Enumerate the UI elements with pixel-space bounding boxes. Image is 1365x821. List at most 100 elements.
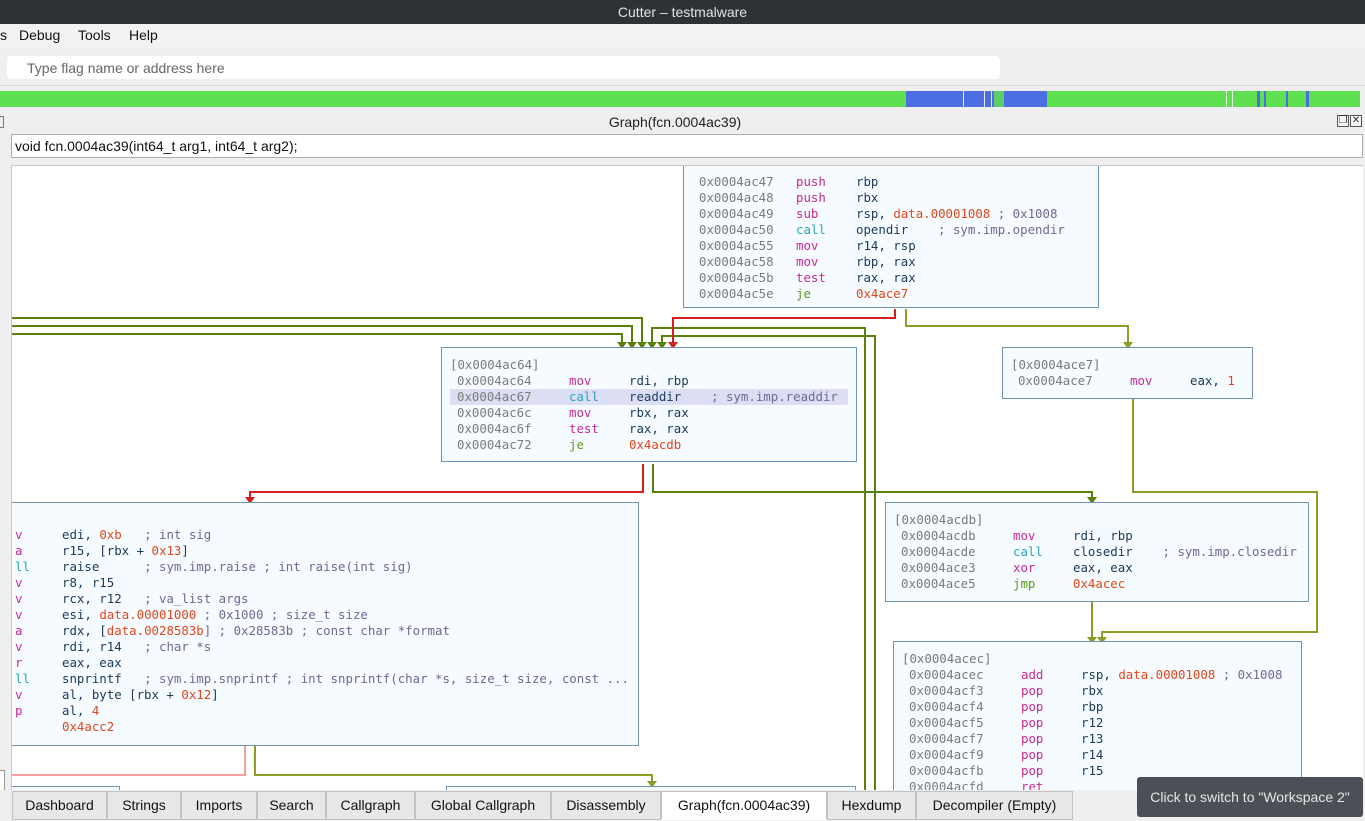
close-dock-icon[interactable]: ✕ [1350, 115, 1362, 127]
operand-token: rcx, r12 [62, 591, 122, 606]
tab-callgraph[interactable]: Callgraph [326, 791, 415, 820]
instruction-mnemonic: ret [1021, 779, 1044, 790]
basic-block-partial[interactable] [446, 786, 856, 790]
instruction-operands: r13 [1081, 731, 1103, 747]
instruction-row[interactable]: 0x4acc2 [12, 719, 631, 735]
tab-search[interactable]: Search [257, 791, 326, 820]
menu-item-partial[interactable]: s [0, 27, 7, 43]
instruction-address: 0x0004acec [909, 667, 984, 682]
basic-block-partial[interactable] [12, 786, 120, 790]
instruction-operands: eax, eax [1073, 560, 1133, 576]
tab-hexdump[interactable]: Hexdump [827, 791, 916, 820]
tab-global-callgraph[interactable]: Global Callgraph [415, 791, 551, 820]
navbar-code-segment [906, 91, 1047, 107]
operand-token: rbp [1081, 699, 1104, 714]
instruction-operands: rbx, rax [629, 405, 689, 421]
operand-token: 0x4acc2 [62, 719, 115, 734]
instruction-operands: rdi, r14 ; char *s [62, 639, 211, 655]
tab-dashboard[interactable]: Dashboard [12, 791, 107, 820]
side-dock-edge [0, 116, 4, 128]
navbar-data-gap [994, 91, 1004, 107]
window-title: Cutter – testmalware [617, 4, 748, 20]
instruction-mnemonic: pop [1021, 699, 1044, 714]
operand-token: 0xb [99, 527, 122, 542]
tab-imports[interactable]: Imports [181, 791, 257, 820]
tab-disassembly[interactable]: Disassembly [551, 791, 661, 820]
menu-item-debug[interactable]: Debug [19, 27, 61, 43]
instruction-address: 0x0004ac67 [457, 389, 532, 404]
operand-token: r8, r15 [62, 575, 115, 590]
edge-false [249, 464, 644, 497]
visual-navbar[interactable] [0, 91, 1360, 107]
navbar-marker [1232, 91, 1233, 107]
navbar-code-segment [1264, 91, 1266, 107]
menu-item-help[interactable]: Help [129, 27, 158, 43]
operand-token: esi, [62, 607, 100, 622]
arrowhead [668, 342, 678, 349]
operand-token: 0x13 [151, 543, 182, 558]
operand-token: rsp, [856, 206, 894, 221]
instruction-operands: rax, rax [856, 270, 916, 286]
tab-graph[interactable]: Graph(fcn.0004ac39) [661, 791, 827, 820]
edge-true [905, 309, 1129, 342]
navbar-code-segment [1286, 91, 1288, 107]
navbar-marker [991, 91, 992, 107]
instruction-address: 0x0004acf7 [909, 731, 984, 746]
instruction-operands: esi, data.00001000 ; 0x1000 ; size_t siz… [62, 607, 368, 623]
operand-token: rdi, r14 [62, 639, 122, 654]
omnibar-search-input[interactable] [7, 56, 1000, 79]
operand-token: 0x4ace7 [856, 286, 909, 301]
menu-item-tools[interactable]: Tools [78, 27, 111, 43]
tab-strings[interactable]: Strings [107, 791, 181, 820]
tab-decompiler[interactable]: Decompiler (Empty) [916, 791, 1073, 820]
float-dock-icon[interactable]: ❐ [1337, 115, 1349, 127]
operand-token: ] [211, 687, 219, 702]
operand-token: r13 [1081, 731, 1104, 746]
